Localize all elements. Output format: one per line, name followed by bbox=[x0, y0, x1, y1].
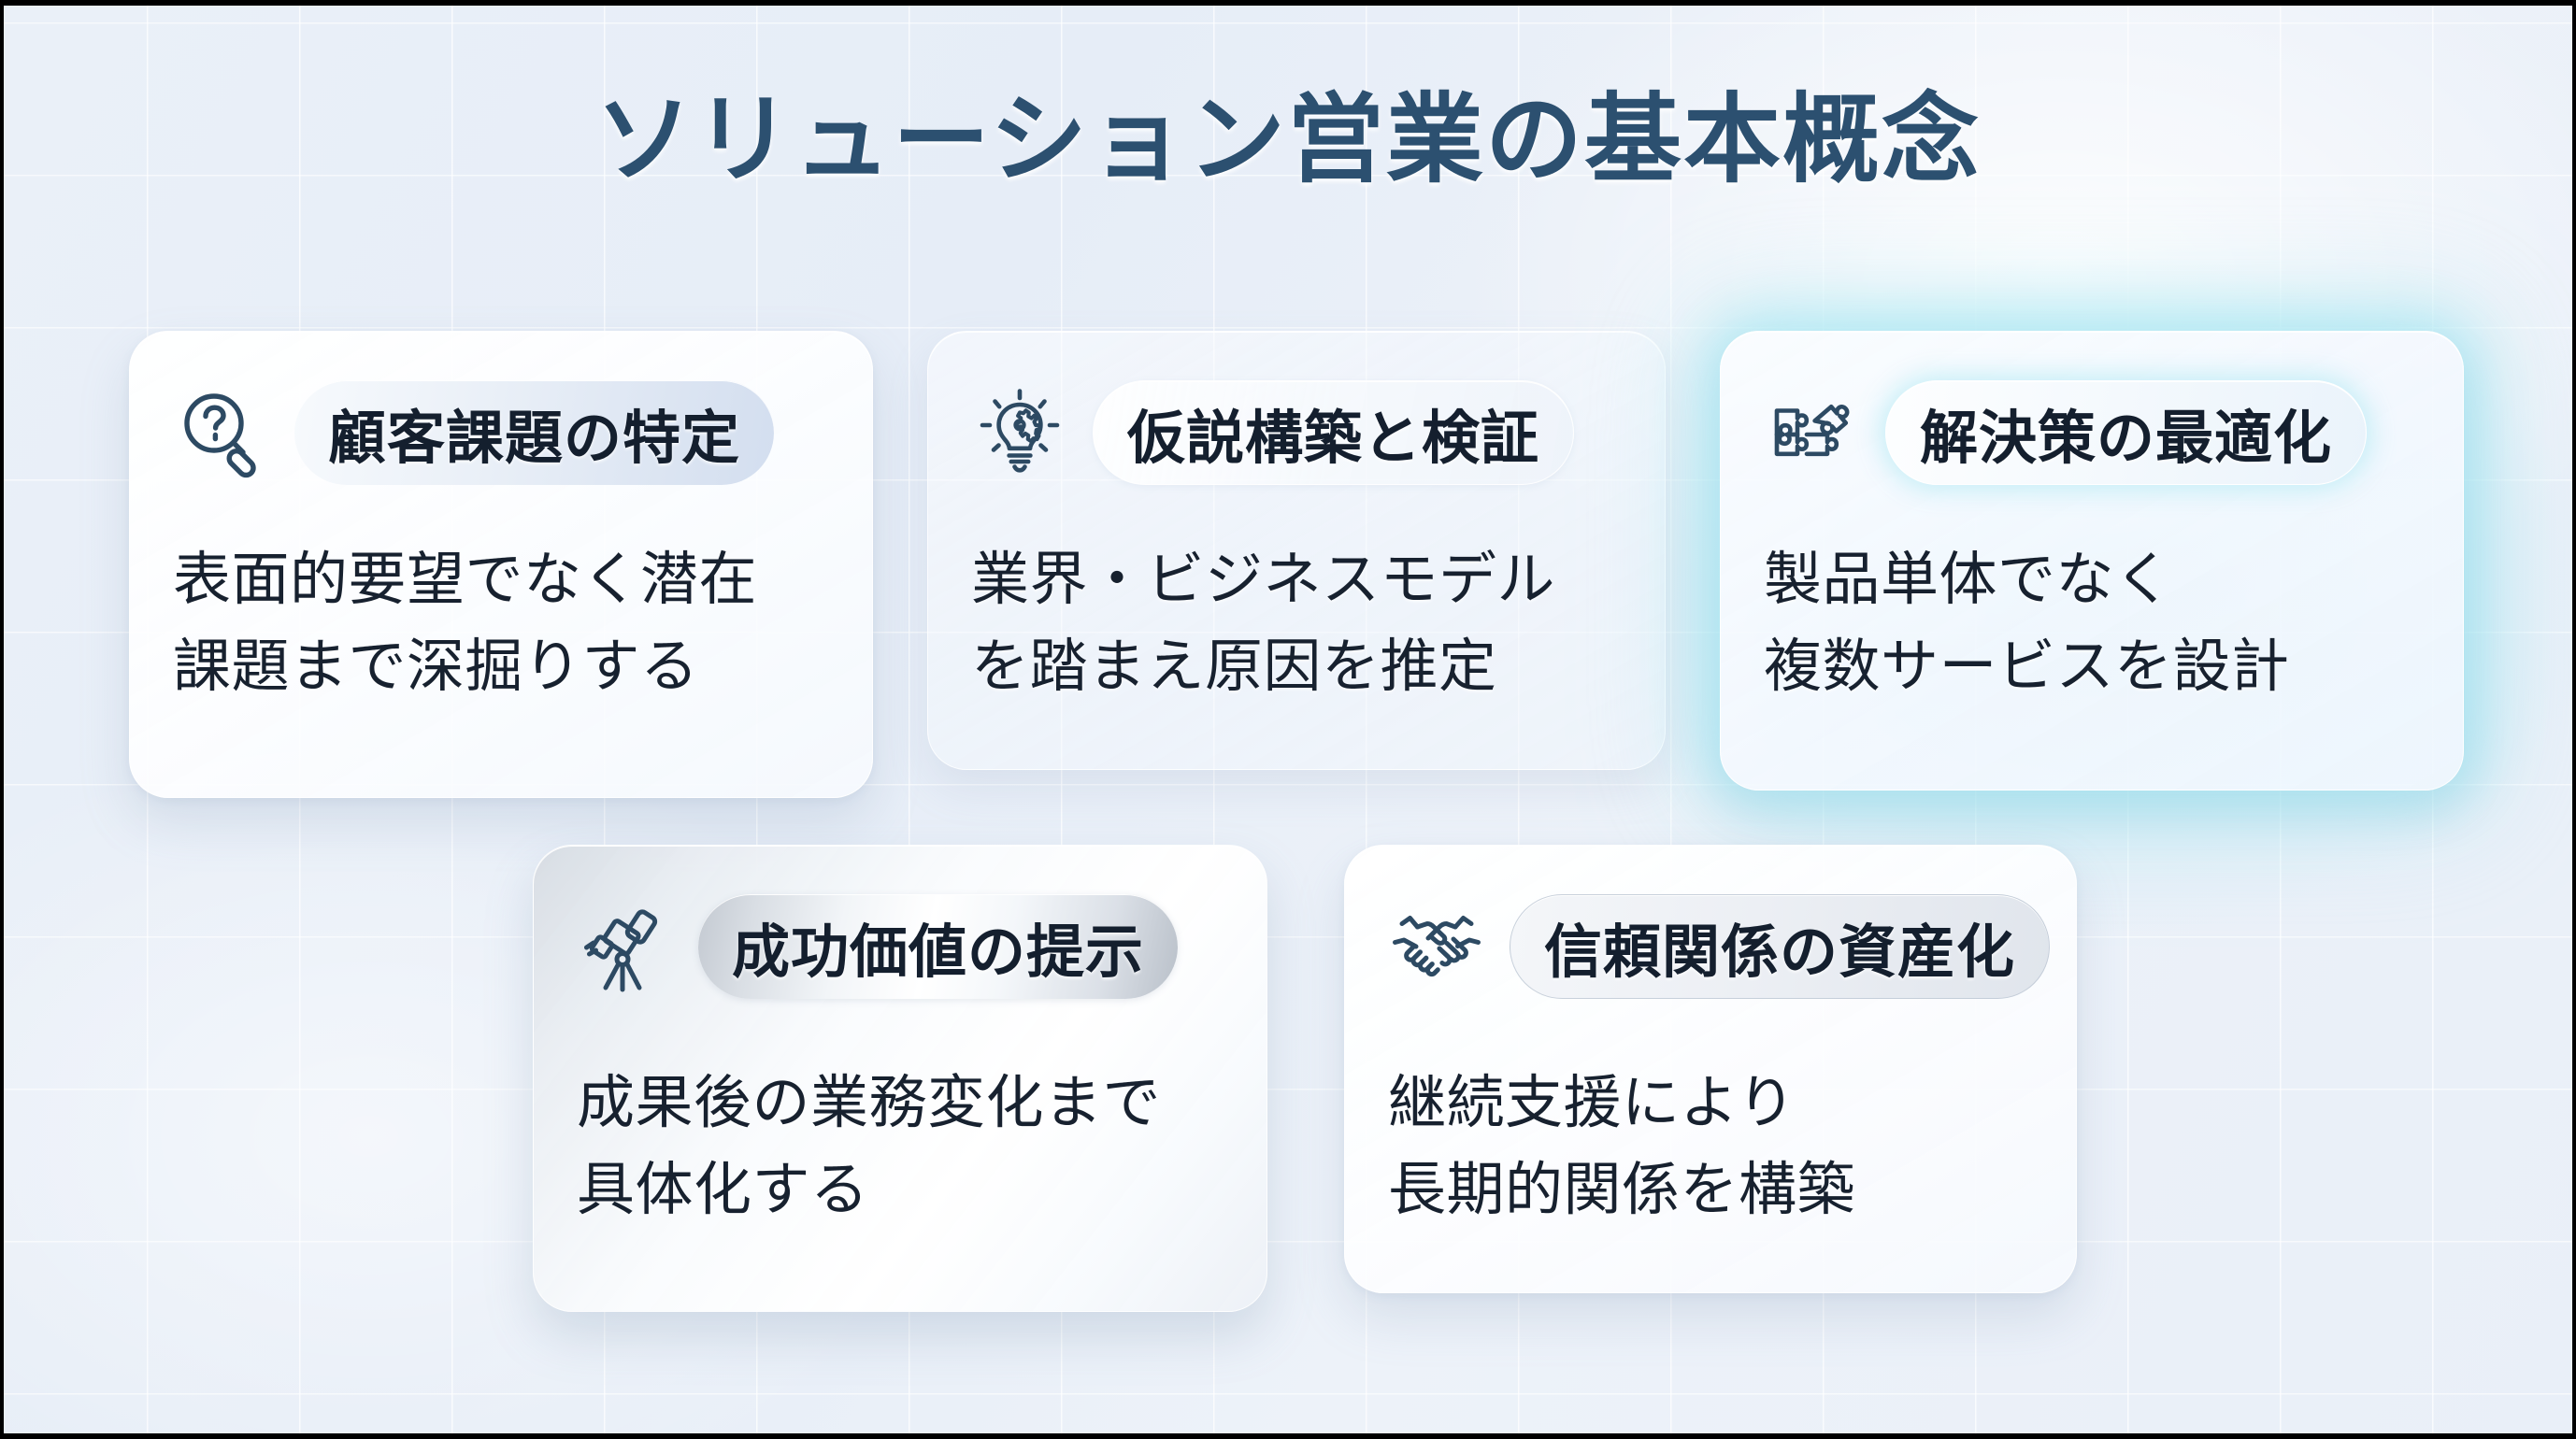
card-body-line: を踏まえ原因を推定 bbox=[971, 634, 1497, 699]
card-body-line: 長期的関係を構築 bbox=[1388, 1157, 1856, 1222]
card-body: 成果後の業務変化まで 具体化する bbox=[577, 1066, 1224, 1228]
lightbulb-gear-icon bbox=[971, 384, 1068, 481]
card-header: 仮説構築と検証 bbox=[971, 375, 1622, 491]
card-body-line: 製品単体でなく bbox=[1764, 548, 2173, 612]
card-title-pill: 成功価値の提示 bbox=[698, 894, 1179, 999]
magnifier-question-icon bbox=[173, 384, 270, 481]
telescope-icon bbox=[577, 898, 674, 995]
card-body-line: 具体化する bbox=[577, 1157, 869, 1222]
card-body: 継続支援により 長期的関係を構築 bbox=[1388, 1066, 2033, 1228]
page-title: ソリューション営業の基本概念 bbox=[595, 86, 1981, 194]
concept-card-hypothesis[interactable]: 仮説構築と検証 業界・ビジネスモデル を踏まえ原因を推定 bbox=[927, 331, 1666, 770]
card-title-pill: 顧客課題の特定 bbox=[294, 380, 775, 485]
card-header: 成功価値の提示 bbox=[577, 889, 1224, 1004]
card-header: 解決策の最適化 bbox=[1764, 375, 2420, 491]
concept-card-solution-optimization[interactable]: 解決策の最適化 製品単体でなく 複数サービスを設計 bbox=[1720, 331, 2464, 791]
card-header: 信頼関係の資産化 bbox=[1388, 889, 2051, 1004]
slide-canvas: ソリューション営業の基本概念 顧客課題の特定 表面的要望でなく潜在 課題まで深掘… bbox=[4, 6, 2572, 1433]
card-body-line: 業界・ビジネスモデル bbox=[971, 548, 1556, 612]
card-body-line: 課題まで深掘りする bbox=[173, 634, 699, 699]
puzzle-pieces-icon bbox=[1764, 384, 1861, 481]
concept-card-customer-issue[interactable]: 顧客課題の特定 表面的要望でなく潜在 課題まで深掘りする bbox=[129, 331, 873, 798]
card-body-line: 成果後の業務変化まで bbox=[577, 1071, 1162, 1135]
card-body: 業界・ビジネスモデル を踏まえ原因を推定 bbox=[971, 543, 1622, 705]
card-body-line: 複数サービスを設計 bbox=[1764, 634, 2290, 699]
card-title-pill: 解決策の最適化 bbox=[1885, 380, 2368, 485]
card-body: 製品単体でなく 複数サービスを設計 bbox=[1764, 543, 2420, 705]
card-body-line: 表面的要望でなく潜在 bbox=[173, 548, 758, 612]
handshake-icon bbox=[1388, 898, 1485, 995]
card-title-pill: 信頼関係の資産化 bbox=[1510, 894, 2051, 999]
card-body: 表面的要望でなく潜在 課題まで深掘りする bbox=[173, 543, 829, 705]
concept-card-trust-asset[interactable]: 信頼関係の資産化 継続支援により 長期的関係を構築 bbox=[1344, 845, 2077, 1293]
card-header: 顧客課題の特定 bbox=[173, 375, 829, 491]
concept-card-success-value[interactable]: 成功価値の提示 成果後の業務変化まで 具体化する bbox=[533, 845, 1267, 1312]
card-title-pill: 仮説構築と検証 bbox=[1093, 380, 1575, 485]
card-body-line: 継続支援により bbox=[1388, 1071, 1796, 1135]
